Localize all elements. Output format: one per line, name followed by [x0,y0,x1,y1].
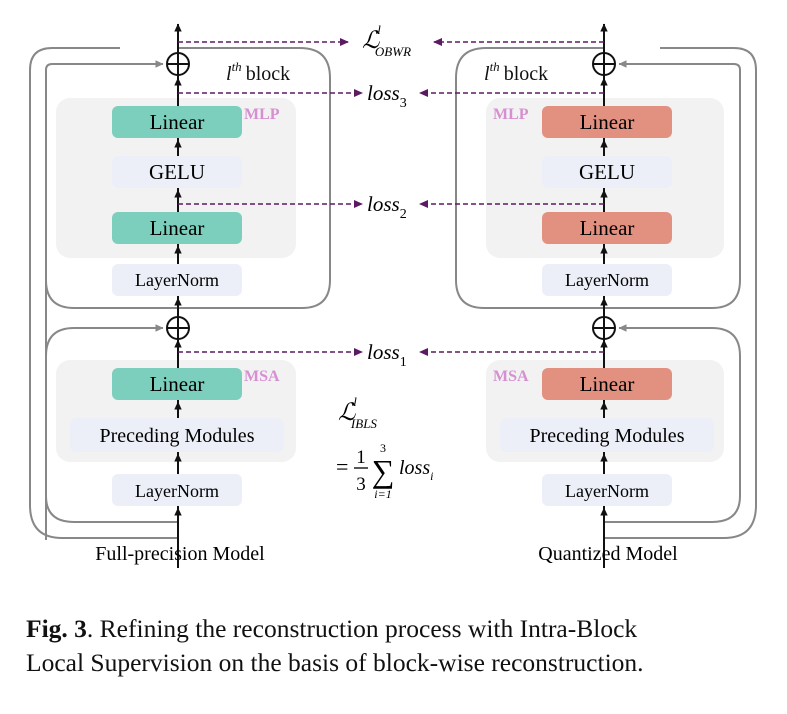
fp-msa-frame [45,327,178,523]
caption-line-2: Local Supervision on the basis of block-… [26,648,644,677]
q-linear-mid-label: Linear [580,216,635,240]
ibls-fraction-denominator: 3 [356,474,366,495]
caption-line-1: Fig. 3. Refining the reconstruction proc… [26,612,766,646]
fp-linear-mid-label: Linear [150,216,205,240]
fp-linear-top-box [112,106,242,138]
loss3-label: loss3 [367,81,407,111]
q-linear-msa-label: Linear [580,372,635,396]
q-linear-top-label: Linear [580,110,635,134]
fp-linear-mid-box [112,212,242,244]
q-linear-top-box [542,106,672,138]
q-linear-mid-box [542,212,672,244]
fp-residual-outer [45,63,160,540]
q-block-frame [455,47,741,309]
loss1-label: loss1 [367,340,407,370]
ibls-equals: = [336,454,348,479]
q-gelu-label: GELU [579,160,635,184]
fp-layernorm-top-box [112,264,242,296]
fp-layernorm-top-label: LayerNorm [135,270,219,290]
ibls-sum-upper: 3 [380,441,386,455]
fp-preceding-box [70,418,284,452]
fp-gelu-label: GELU [149,160,205,184]
loss2-label: loss2 [367,192,407,222]
fp-preceding-label: Preceding Modules [100,425,255,447]
caption-text-1: . Refining the reconstruction process wi… [86,614,638,643]
ibls-sum-lower: i=1 [374,487,391,501]
loss-connections [178,38,604,356]
q-layernorm-bottom-label: LayerNorm [565,481,649,501]
ibls-sum-symbol: ∑ [372,453,395,489]
q-layernorm-top-box [542,264,672,296]
q-msa-label: MSA [493,368,529,385]
q-add-node-top [592,52,616,76]
q-linear-msa-box [542,368,672,400]
fp-layernorm-bottom-box [112,474,242,506]
fp-block-frame [45,47,331,309]
fp-outer-left-rail [29,47,120,71]
caption-label: Fig. 3 [26,614,87,643]
q-add-node-msa [592,316,616,340]
q-outer-right-rail-down [604,70,757,539]
figure-caption: Fig. 3. Refining the reconstruction proc… [26,612,766,680]
q-preceding-label: Preceding Modules [530,425,685,447]
fp-linear-msa-label: Linear [150,372,205,396]
fp-layernorm-bottom-label: LayerNorm [135,481,219,501]
fp-add-node-top [166,52,190,76]
fp-linear-top-label: Linear [150,110,205,134]
q-layernorm-bottom-box [542,474,672,506]
fp-model-label: Full-precision Model [95,543,265,565]
fp-msa-label: MSA [244,368,280,385]
q-msa-frame [604,327,741,523]
q-outer-right-rail [660,47,757,71]
fp-outer-left-rail-down [29,70,178,539]
q-residual-outer [622,63,741,100]
q-gelu-box [542,156,672,188]
fp-linear-msa-box [112,368,242,400]
q-preceding-box [500,418,714,452]
fp-mlp-label: MLP [244,106,280,123]
fp-gelu-box [112,156,242,188]
ibls-term: lossi [399,457,433,483]
fp-add-node-msa [166,316,190,340]
q-layernorm-top-label: LayerNorm [565,270,649,290]
q-model-label: Quantized Model [538,543,678,565]
q-mlp-label: MLP [493,106,529,123]
ibls-fraction-numerator: 1 [356,447,366,468]
